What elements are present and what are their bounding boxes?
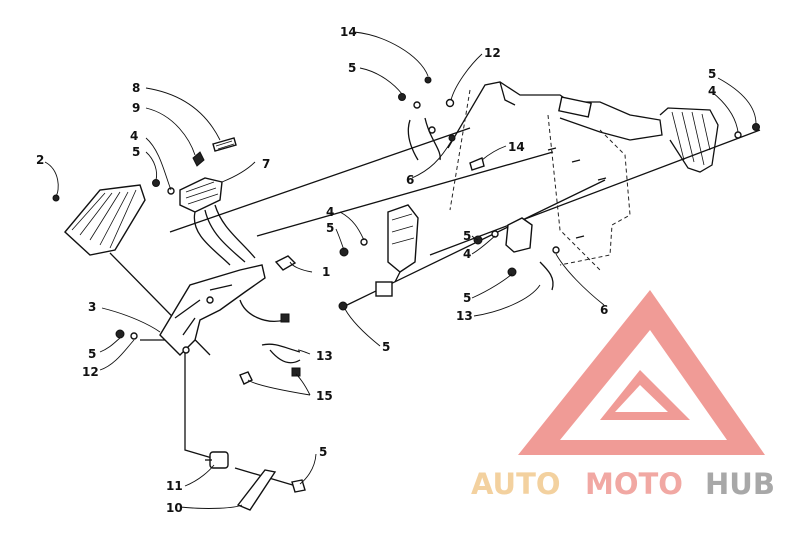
- callout-12: 12: [484, 46, 501, 60]
- callout-5: 5: [319, 445, 327, 459]
- part-10-strap: [236, 469, 277, 511]
- callout-13: 13: [316, 349, 333, 363]
- callout-6: 6: [600, 303, 608, 317]
- callout-4: 4: [326, 205, 334, 219]
- callout-8: 8: [132, 81, 140, 95]
- watermark-logo: AUTO MOTO HUB: [471, 290, 775, 501]
- callout-7: 7: [262, 157, 270, 171]
- callout-10: 10: [166, 501, 183, 515]
- callout-labels: 2 4 5 8 9 7 1 3 5 12 13 15 5 11 10 14 12…: [36, 25, 716, 515]
- handlebar-assembly: [447, 81, 719, 271]
- callout-5: 5: [132, 145, 140, 159]
- callout-13: 13: [456, 309, 473, 323]
- callout-5: 5: [463, 291, 471, 305]
- callout-5: 5: [708, 67, 716, 81]
- part-1-connector: [274, 255, 297, 271]
- part-2-module-box: [52, 184, 146, 256]
- part-15-nut: [239, 371, 253, 385]
- callout-4: 4: [708, 84, 716, 98]
- hardware-fasteners: [115, 76, 760, 340]
- callout-5: 5: [348, 61, 356, 75]
- callout-1: 1: [322, 265, 330, 279]
- watermark-triangle-inner: [600, 370, 690, 420]
- callout-6: 6: [406, 173, 414, 187]
- callout-4: 4: [463, 247, 471, 261]
- center-relay-module: [375, 204, 419, 297]
- callout-15: 15: [316, 389, 333, 403]
- part-8-decal: [212, 137, 237, 152]
- callout-14: 14: [508, 140, 525, 154]
- part-11-rubber-mount: [205, 451, 229, 469]
- watermark-auto: AUTO: [471, 467, 561, 501]
- watermark-moto: MOTO: [585, 467, 683, 501]
- wire-harness: [239, 299, 301, 377]
- callout-5: 5: [88, 347, 96, 361]
- callout-9: 9: [132, 101, 140, 115]
- callout-14: 14: [340, 25, 357, 39]
- callout-3: 3: [88, 300, 96, 314]
- leader-lines: [44, 31, 757, 509]
- watermark-triangle-outer: [518, 290, 765, 455]
- callout-11: 11: [166, 479, 183, 493]
- callout-5: 5: [382, 340, 390, 354]
- callout-2: 2: [36, 153, 44, 167]
- part-3-bracket: [159, 264, 266, 356]
- callout-4: 4: [130, 129, 138, 143]
- part-7-relay-box: [179, 177, 256, 266]
- callout-12: 12: [82, 365, 99, 379]
- watermark-hub: HUB: [705, 467, 775, 501]
- right-relay-module: [505, 217, 554, 291]
- callout-5: 5: [326, 221, 334, 235]
- callout-5: 5: [463, 229, 471, 243]
- part-9-clip: [192, 151, 205, 167]
